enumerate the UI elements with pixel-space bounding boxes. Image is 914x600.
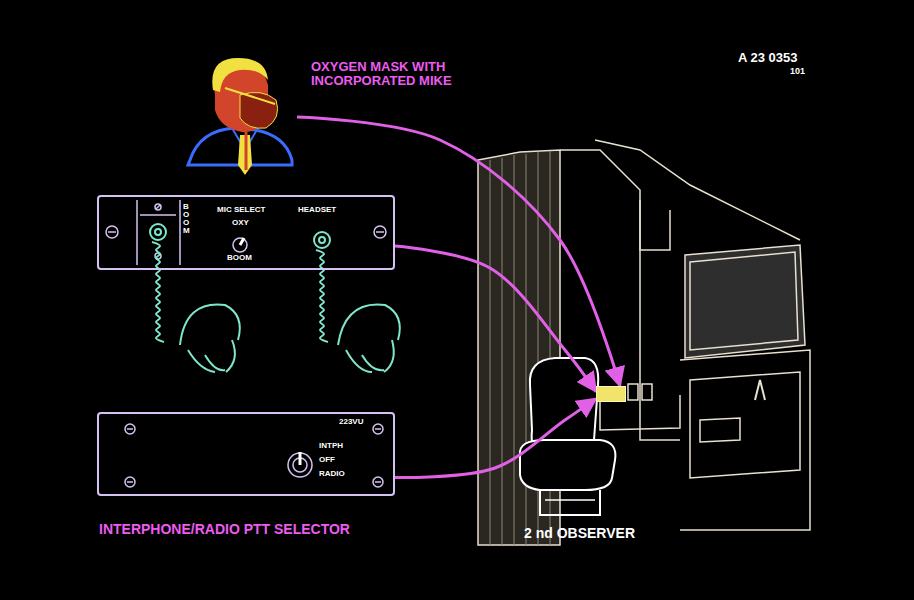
illustration-line xyxy=(179,200,181,265)
illustration-circle xyxy=(373,477,383,487)
illustration-rect xyxy=(628,384,638,400)
jack-label: HEADSET xyxy=(298,206,336,215)
headset-cords xyxy=(150,224,400,372)
illustration-line xyxy=(108,231,116,233)
illustration-circle xyxy=(155,229,161,235)
mask-callout: OXYGEN MASK WITH INCORPORATED MIKE xyxy=(185,56,297,178)
illustration-path xyxy=(685,245,805,358)
illustration-path xyxy=(680,350,810,530)
illustration-line xyxy=(375,428,381,430)
illustration-circle xyxy=(319,237,325,243)
signal-arrow xyxy=(395,246,596,392)
switch-position: RADIO xyxy=(319,470,345,479)
illustration-line xyxy=(140,214,176,216)
signal-arrow xyxy=(297,117,620,386)
illustration-path xyxy=(180,305,240,346)
panel-title: INTERPHONE/RADIO PTT SELECTOR xyxy=(99,522,350,537)
illustration-circle xyxy=(125,477,135,487)
illustration-line xyxy=(502,158,503,545)
illustration-line xyxy=(299,452,302,465)
illustration-path xyxy=(338,305,400,346)
illustration-circle xyxy=(314,232,330,248)
figure-reference: A 23 0353 xyxy=(738,50,798,65)
station-label: 2 nd OBSERVER xyxy=(524,526,635,541)
ptt-selector-panel: 223VUINTPHOFFRADIOINTERPHONE/RADIO PTT S… xyxy=(97,412,395,496)
illustration-path xyxy=(560,150,640,380)
switch-position: INTPH xyxy=(319,442,343,451)
illustration-path xyxy=(152,242,164,342)
switch-title: MIC SELECT xyxy=(217,206,265,215)
illustration-line xyxy=(240,238,244,245)
ptt-panel-detail xyxy=(125,424,383,487)
sheet-number: 101 xyxy=(790,66,805,76)
illustration-path xyxy=(700,418,740,442)
callout-label: OXYGEN MASK WITH INCORPORATED MIKE xyxy=(311,60,511,89)
illustration-path xyxy=(226,340,235,372)
switch-position: OXY xyxy=(232,219,249,228)
illustration-path xyxy=(690,252,798,350)
illustration-path xyxy=(755,380,765,400)
illustration-line xyxy=(514,155,515,545)
illustration-line xyxy=(490,160,491,545)
observer-jack-box: 2 nd OBSERVER xyxy=(596,386,626,402)
illustration-path xyxy=(316,250,328,342)
illustration-path xyxy=(640,200,670,250)
illustration-circle xyxy=(150,224,166,240)
signal-arrow xyxy=(395,399,596,478)
illustration-path xyxy=(595,140,800,240)
illustration-path xyxy=(346,350,384,372)
illustration-circle xyxy=(288,453,312,477)
crew-figure xyxy=(188,58,292,175)
illustration-path xyxy=(540,490,600,515)
illustration-path xyxy=(225,88,275,104)
illustration-path xyxy=(188,350,225,372)
mic-panel-detail xyxy=(106,200,386,265)
illustration-circle xyxy=(374,226,386,238)
illustration-circle xyxy=(125,424,135,434)
illustration-line xyxy=(375,481,381,483)
illustration-path xyxy=(640,380,680,440)
panel-number: 223VU xyxy=(339,418,363,427)
illustration-path xyxy=(384,340,394,372)
illustration-path xyxy=(520,440,616,490)
mic-select-panel: BOOM MIC SELECT OXY BOOM HEADSET xyxy=(97,195,395,270)
illustration-rect xyxy=(642,384,652,400)
switch-position: BOOM xyxy=(227,254,252,263)
illustration-circle xyxy=(233,238,247,252)
illustration-line xyxy=(127,481,133,483)
illustration-path xyxy=(690,372,800,478)
switch-position: OFF xyxy=(319,456,335,465)
illustration-circle xyxy=(373,424,383,434)
illustration-line xyxy=(136,200,138,265)
illustration-path xyxy=(212,58,268,92)
illustration-circle xyxy=(155,204,161,210)
illustration-line xyxy=(376,231,384,233)
illustration-line xyxy=(127,428,133,430)
illustration-line xyxy=(156,205,160,209)
illustration-line xyxy=(545,499,595,501)
switch-label: BOOM xyxy=(183,203,187,235)
illustration-path xyxy=(245,132,248,170)
illustration-circle xyxy=(106,226,118,238)
